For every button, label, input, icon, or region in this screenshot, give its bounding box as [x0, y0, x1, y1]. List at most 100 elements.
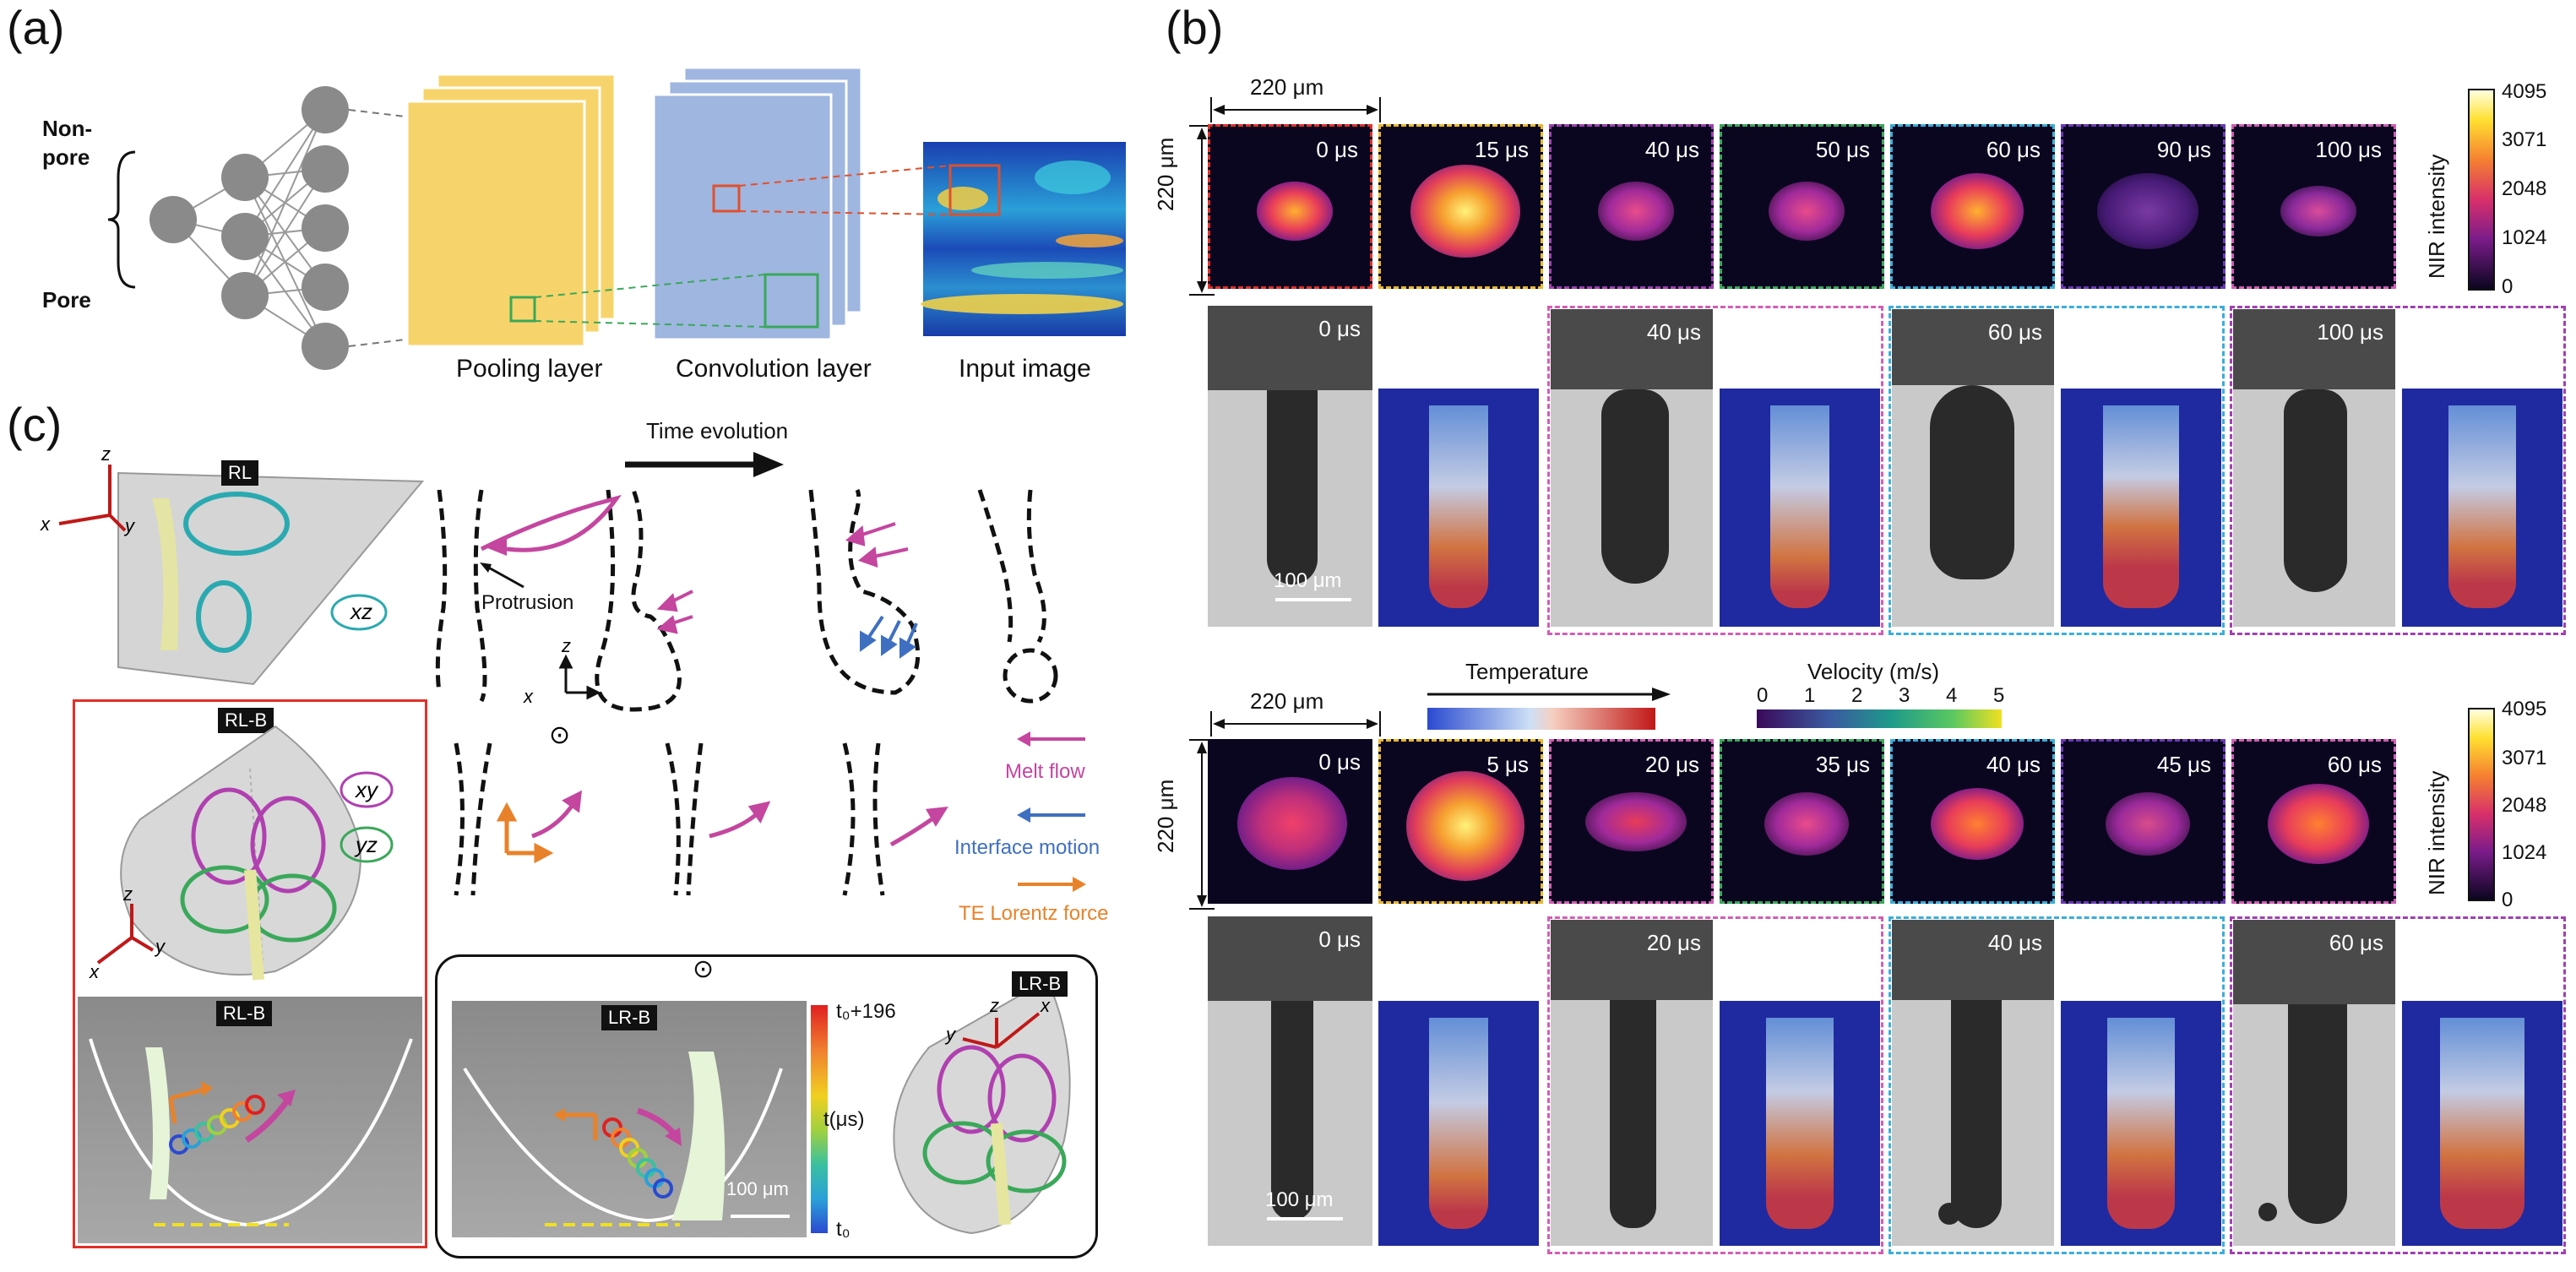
frame-40b [1889, 916, 2225, 1254]
velocity-frame [2061, 1001, 2221, 1246]
svg-text:yz: yz [354, 832, 378, 857]
svg-text:y: y [944, 1024, 957, 1045]
scale-width-label: 220 μm [1250, 74, 1324, 100]
xray-frame: 60 μs [1892, 309, 2054, 627]
frame-100 [2230, 306, 2566, 635]
velocity-tick: 0 [1757, 684, 1769, 707]
rlb-xray-badge: RL-B [216, 1001, 273, 1026]
nir-frame: 0 μs [1208, 739, 1372, 904]
convolution-layer-label: Convolution layer [676, 355, 872, 383]
nir-frame: 0 μs [1208, 124, 1372, 289]
colorbar-tick: 3071 [2502, 128, 2547, 151]
nir-colorbar [2468, 89, 2495, 291]
colorbar-tick: 4095 [2502, 80, 2547, 103]
panel-a-label: (a) [7, 1, 65, 54]
scale-width-arrow [1210, 97, 1381, 122]
velocity-tick: 4 [1946, 684, 1958, 707]
velocity-frame [1378, 1001, 1539, 1246]
xray-frame: 0 μs 100 μm [1208, 306, 1372, 627]
nir-frame: 20 μs [1549, 739, 1714, 904]
velocity-frame [2402, 1001, 2562, 1246]
frame-60b [2230, 916, 2566, 1254]
velocity-label: Velocity (m/s) [1807, 659, 1940, 684]
svg-text:x: x [1040, 995, 1051, 1016]
time-cb-mid: t(μs) [823, 1108, 865, 1131]
velocity-frame [2061, 389, 2221, 627]
melt-flow-arrow [1017, 731, 1085, 747]
lrb-xray-badge: LR-B [601, 1005, 658, 1030]
lrb-3d-badge: LR-B [1012, 971, 1068, 997]
hidden-node [221, 272, 269, 319]
nir-frame: 100 μs [2231, 124, 2396, 289]
velocity-frame [1720, 1001, 1880, 1246]
colorbar-tick: 1024 [2502, 226, 2547, 249]
frame-60 [1889, 306, 2225, 635]
svg-text:x: x [523, 686, 534, 707]
input-node [302, 145, 349, 193]
velocity-frame [1378, 389, 1539, 627]
velocity-frame [1720, 389, 1880, 627]
hidden-node [221, 213, 269, 260]
xray-frame: 20 μs [1551, 920, 1713, 1246]
rl-badge: RL [221, 460, 259, 486]
colorbar-tick: 0 [2502, 889, 2514, 911]
interface-motion-arrow [1017, 807, 1085, 823]
nir-frame: 40 μs [1890, 739, 2055, 904]
panel-b-label: (b) [1166, 1, 1224, 54]
output-non-pore-label: Non- pore [42, 116, 93, 170]
colorbar-tick: 2048 [2502, 794, 2547, 817]
rlb-xray [78, 997, 422, 1243]
svg-text:x: x [40, 514, 51, 535]
nir-frame: 60 μs [2231, 739, 2396, 904]
xray-frame: 0 μs 100 μm [1208, 916, 1372, 1246]
svg-text:xy: xy [354, 777, 379, 802]
velocity-frame [2402, 389, 2562, 627]
input-node [302, 86, 349, 133]
input-image-label: Input image [959, 355, 1091, 383]
scale-height-arrow [1189, 739, 1215, 910]
protrusion-label: Protrusion [481, 591, 574, 614]
nir-frame: 50 μs [1720, 124, 1884, 289]
scale-height-label: 220 μm [1153, 137, 1178, 211]
svg-text:y: y [154, 936, 166, 957]
rlb-3d-view: xy yz z x y [89, 725, 394, 982]
time-evolution-arrow [625, 452, 784, 477]
frame-20 [1547, 916, 1883, 1254]
plane-xz-label: xz [349, 599, 372, 624]
nir-frame: 35 μs [1720, 739, 1884, 904]
colorbar-tick: 4095 [2502, 698, 2547, 720]
output-node [149, 196, 197, 243]
svg-text:z: z [561, 635, 571, 656]
xray-frame: 40 μs [1551, 309, 1713, 627]
scale-width-arrow [1210, 711, 1381, 737]
xray-frame: 40 μs [1892, 920, 2054, 1246]
keyhole-sketches: z x ⊙ [435, 488, 1058, 896]
velocity-tick: 5 [1993, 684, 2005, 707]
input-node [302, 204, 349, 252]
xray-frame: 60 μs [2233, 920, 2395, 1246]
temperature-arrow [1427, 688, 1671, 701]
pooling-layer-label: Pooling layer [456, 355, 603, 383]
svg-text:x: x [89, 961, 100, 982]
time-cb-bottom: t₀ [836, 1218, 851, 1241]
svg-text:z: z [989, 995, 999, 1016]
neural-network-diagram [107, 66, 1126, 370]
odot-label: ⊙ [693, 955, 715, 983]
panel-c-label: (c) [7, 398, 62, 451]
velocity-colorbar [1757, 709, 2002, 728]
nir-frame: 5 μs [1378, 739, 1543, 904]
lorentz-arrow [1018, 877, 1086, 892]
xray-frame: 100 μs [2233, 309, 2395, 627]
colorbar-tick: 1024 [2502, 841, 2547, 864]
legend-interface-motion: Interface motion [954, 836, 1101, 859]
lrb-xray: 100 μm [452, 1001, 807, 1237]
rlb-frame [73, 699, 427, 1248]
velocity-tick: 3 [1899, 684, 1910, 707]
nir-frame: 15 μs [1378, 124, 1543, 289]
colorbar-tick: 0 [2502, 275, 2514, 298]
scale-width-label: 220 μm [1250, 688, 1324, 714]
nir-frame: 40 μs [1549, 124, 1714, 289]
colorbar-tick: 3071 [2502, 747, 2547, 769]
time-colorbar [811, 1005, 828, 1233]
input-node [302, 264, 349, 311]
